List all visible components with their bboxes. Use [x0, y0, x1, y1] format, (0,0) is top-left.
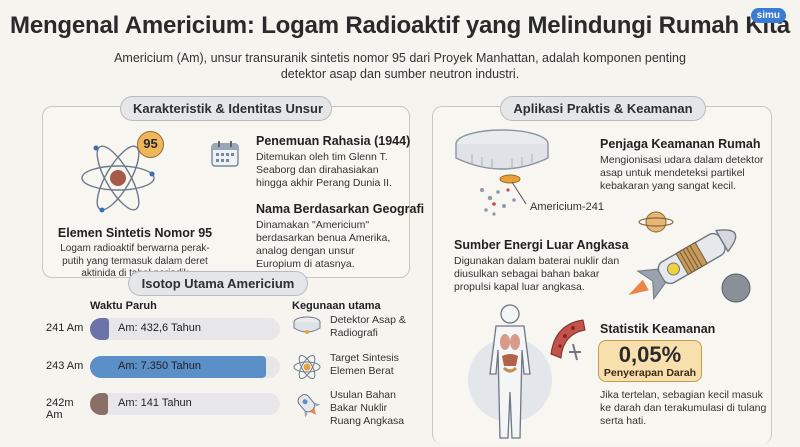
characteristics-panel [42, 106, 410, 278]
blood-vessel-icon [550, 319, 586, 361]
halflife-header: Waktu Paruh [90, 300, 157, 312]
isotope-usage: Target Sintesis Elemen Berat [330, 352, 399, 377]
halflife-value: Am: 141 Tahun [118, 397, 192, 409]
isotope-label: 243 Am [46, 360, 84, 372]
space-energy-description: Digunakan dalam baterai nuklir dan diusu… [454, 255, 620, 293]
page-subtitle: Americium (Am), unsur transuranik sintet… [114, 51, 686, 81]
atom-icon [81, 145, 155, 213]
name-origin-description: Dinamakan "Americium" berdasarkan benua … [256, 219, 391, 270]
page-title: Mengenal Americium: Logam Radioaktif yan… [10, 12, 790, 39]
smoke-detector-icon [292, 314, 322, 345]
human-body-icon [468, 304, 552, 439]
isotope-label: 242m Am [46, 397, 74, 421]
safety-stat-label: Penyerapan Darah [603, 367, 697, 379]
halflife-bar: Am: 7.350 Tahun [90, 356, 280, 378]
safety-stats-title: Statistik Keamanan [600, 322, 716, 336]
brand-logo: simu [750, 8, 786, 23]
usage-header: Kegunaan utama [292, 300, 381, 312]
discovery-description: Ditemukan oleh tim Glenn T. Seaborg dan … [256, 151, 393, 189]
isotope-label: 241 Am [46, 322, 84, 334]
calendar-icon [211, 141, 239, 167]
halflife-bar: Am: 432,6 Tahun [90, 318, 280, 340]
rocket-icon [628, 211, 751, 303]
halflife-value: Am: 432,6 Tahun [118, 322, 201, 334]
atomic-number-badge: 95 [137, 131, 164, 158]
isotope-usage: Usulan Bahan Bakar Nuklir Ruang Angkasa [330, 389, 405, 427]
space-energy-title: Sumber Energi Luar Angkasa [454, 238, 629, 252]
safety-stat-value: 0,05% [618, 342, 682, 367]
americium-label: Americium-241 [530, 201, 604, 213]
home-safety-description: Mengionisasi udara dalam detektor asap u… [600, 154, 764, 192]
element-title: Elemen Sintetis Nomor 95 [57, 226, 213, 240]
halflife-value: Am: 7.350 Tahun [118, 360, 201, 372]
discovery-title: Penemuan Rahasia (1944) [256, 134, 411, 148]
characteristics-heading: Karakteristik & Identitas Unsur [120, 96, 332, 121]
safety-stat-description: Jika tertelan, sebagian kecil masuk ke d… [600, 389, 767, 427]
smoke-detector-icon [455, 129, 549, 216]
halflife-bar-fill [90, 393, 108, 415]
halflife-bar-fill [90, 318, 109, 340]
home-safety-title: Penjaga Keamanan Rumah [600, 137, 761, 151]
isotopes-heading: Isotop Utama Americium [128, 271, 308, 296]
rocket-icon [292, 389, 322, 424]
isotope-usage: Detektor Asap & Radiografi [330, 314, 406, 339]
name-origin-title: Nama Berdasarkan Geografi [256, 202, 425, 216]
applications-heading: Aplikasi Praktis & Keamanan [500, 96, 706, 121]
halflife-bar: Am: 141 Tahun [90, 393, 280, 415]
halflife-bar-fill [90, 356, 266, 378]
atom-icon [292, 352, 322, 387]
safety-stat-box [598, 340, 702, 382]
